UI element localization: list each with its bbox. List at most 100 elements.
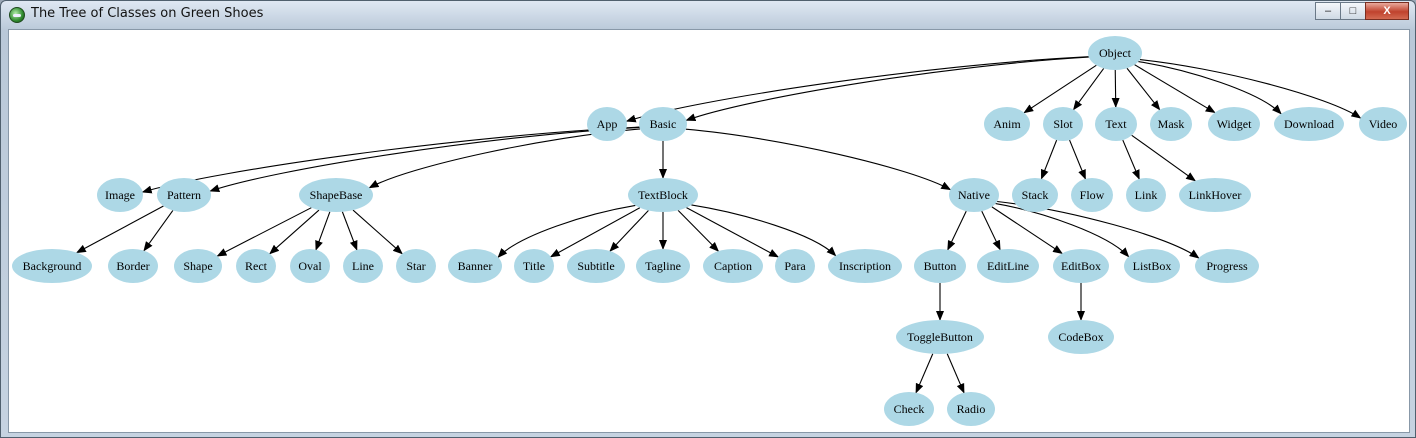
node-label-edit-box: EditBox: [1061, 259, 1101, 273]
node-code-box: CodeBox: [1048, 320, 1114, 354]
node-background: Background: [12, 249, 92, 283]
node-radio: Radio: [947, 392, 995, 426]
node-ellipse-subtitle: [567, 249, 625, 283]
node-progress: Progress: [1195, 249, 1259, 283]
node-ellipse-flow: [1071, 178, 1113, 212]
node-ellipse-shape: [174, 249, 222, 283]
node-ellipse-code-box: [1048, 320, 1114, 354]
node-label-border: Border: [116, 259, 149, 273]
edge-pattern-to-border: [143, 210, 174, 252]
node-edit-box: EditBox: [1053, 249, 1109, 283]
node-edit-line: EditLine: [977, 249, 1039, 283]
edge-object-to-basic: [685, 56, 1089, 122]
node-label-inscription: Inscription: [839, 259, 891, 273]
node-anim: Anim: [984, 107, 1030, 141]
edge-toggle-button-to-check: [915, 353, 934, 394]
node-label-caption: Caption: [714, 259, 752, 273]
node-banner: Banner: [448, 249, 502, 283]
node-caption: Caption: [703, 249, 763, 283]
node-ellipse-edit-line: [977, 249, 1039, 283]
edge-toggle-button-to-radio: [946, 353, 965, 394]
maximize-button[interactable]: □: [1340, 2, 1366, 20]
node-ellipse-caption: [703, 249, 763, 283]
node-rect: Rect: [236, 249, 276, 283]
node-label-radio: Radio: [957, 402, 986, 416]
node-ellipse-para: [775, 249, 815, 283]
edge-text-to-link: [1122, 139, 1140, 180]
node-ellipse-video: [1359, 107, 1407, 141]
node-label-pattern: Pattern: [167, 188, 201, 202]
edge-shape-base-to-shape: [216, 207, 312, 257]
node-label-download: Download: [1284, 117, 1334, 131]
node-label-para: Para: [784, 259, 806, 273]
node-ellipse-line: [343, 249, 383, 283]
node-ellipse-star: [396, 249, 436, 283]
edge-object-to-slot: [1072, 68, 1105, 111]
node-slot: Slot: [1043, 107, 1083, 141]
node-star: Star: [396, 249, 436, 283]
node-label-title: Title: [523, 259, 545, 273]
edge-text-block-to-title: [549, 207, 641, 258]
node-text-block: TextBlock: [628, 178, 698, 212]
edge-text-block-to-banner: [497, 204, 636, 258]
node-label-basic: Basic: [650, 117, 677, 131]
node-ellipse-object: [1088, 36, 1142, 70]
node-label-anim: Anim: [993, 117, 1021, 131]
edge-shape-base-to-oval: [315, 211, 331, 251]
node-label-mask: Mask: [1158, 117, 1185, 131]
node-ellipse-edit-box: [1053, 249, 1109, 283]
edge-object-to-mask: [1126, 67, 1161, 111]
app-icon: [9, 7, 25, 23]
node-subtitle: Subtitle: [567, 249, 625, 283]
node-label-subtitle: Subtitle: [577, 259, 614, 273]
window-controls: – □ X: [1315, 2, 1409, 21]
edge-slot-to-flow: [1069, 139, 1086, 180]
node-label-widget: Widget: [1217, 117, 1253, 131]
node-label-link-hover: LinkHover: [1189, 188, 1242, 202]
node-label-code-box: CodeBox: [1058, 330, 1103, 344]
edge-slot-to-stack: [1040, 139, 1058, 180]
node-ellipse-button: [914, 249, 966, 283]
node-stack: Stack: [1012, 178, 1058, 212]
edge-text-block-to-para: [686, 207, 779, 258]
edge-pattern-to-background: [75, 205, 164, 254]
node-ellipse-background: [12, 249, 92, 283]
edge-shape-base-to-star: [352, 209, 403, 255]
edge-basic-to-pattern: [209, 126, 640, 192]
node-app: App: [587, 107, 627, 141]
maximize-icon: □: [1349, 5, 1357, 17]
node-ellipse-pattern: [157, 178, 211, 212]
node-ellipse-check: [884, 392, 934, 426]
node-label-list-box: ListBox: [1133, 259, 1172, 273]
node-check: Check: [884, 392, 934, 426]
node-shape: Shape: [174, 249, 222, 283]
node-label-check: Check: [894, 402, 925, 416]
edge-text-block-to-inscription: [691, 204, 837, 257]
title-bar[interactable]: The Tree of Classes on Green Shoes – □ X: [1, 1, 1415, 29]
node-border: Border: [108, 249, 158, 283]
node-label-oval: Oval: [298, 259, 322, 273]
node-para: Para: [775, 249, 815, 283]
edge-shape-base-to-rect: [269, 209, 320, 255]
node-widget: Widget: [1208, 107, 1260, 141]
node-label-shape: Shape: [183, 259, 212, 273]
edge-text-block-to-caption: [677, 209, 720, 252]
node-ellipse-shape-base: [299, 178, 373, 212]
close-button[interactable]: X: [1365, 2, 1409, 20]
node-label-edit-line: EditLine: [987, 259, 1029, 273]
minimize-button[interactable]: –: [1315, 2, 1341, 20]
node-ellipse-tagline: [636, 249, 690, 283]
node-label-slot: Slot: [1053, 117, 1073, 131]
node-ellipse-progress: [1195, 249, 1259, 283]
node-ellipse-image: [97, 178, 143, 212]
node-ellipse-list-box: [1124, 249, 1180, 283]
edge-native-to-edit-line: [981, 210, 1001, 251]
node-label-tagline: Tagline: [645, 259, 681, 273]
node-ellipse-title: [514, 249, 554, 283]
edge-object-to-download: [1138, 61, 1282, 115]
close-icon: X: [1383, 5, 1391, 17]
node-label-button: Button: [924, 259, 957, 273]
edge-native-to-button: [947, 210, 967, 251]
node-label-background: Background: [23, 259, 82, 273]
